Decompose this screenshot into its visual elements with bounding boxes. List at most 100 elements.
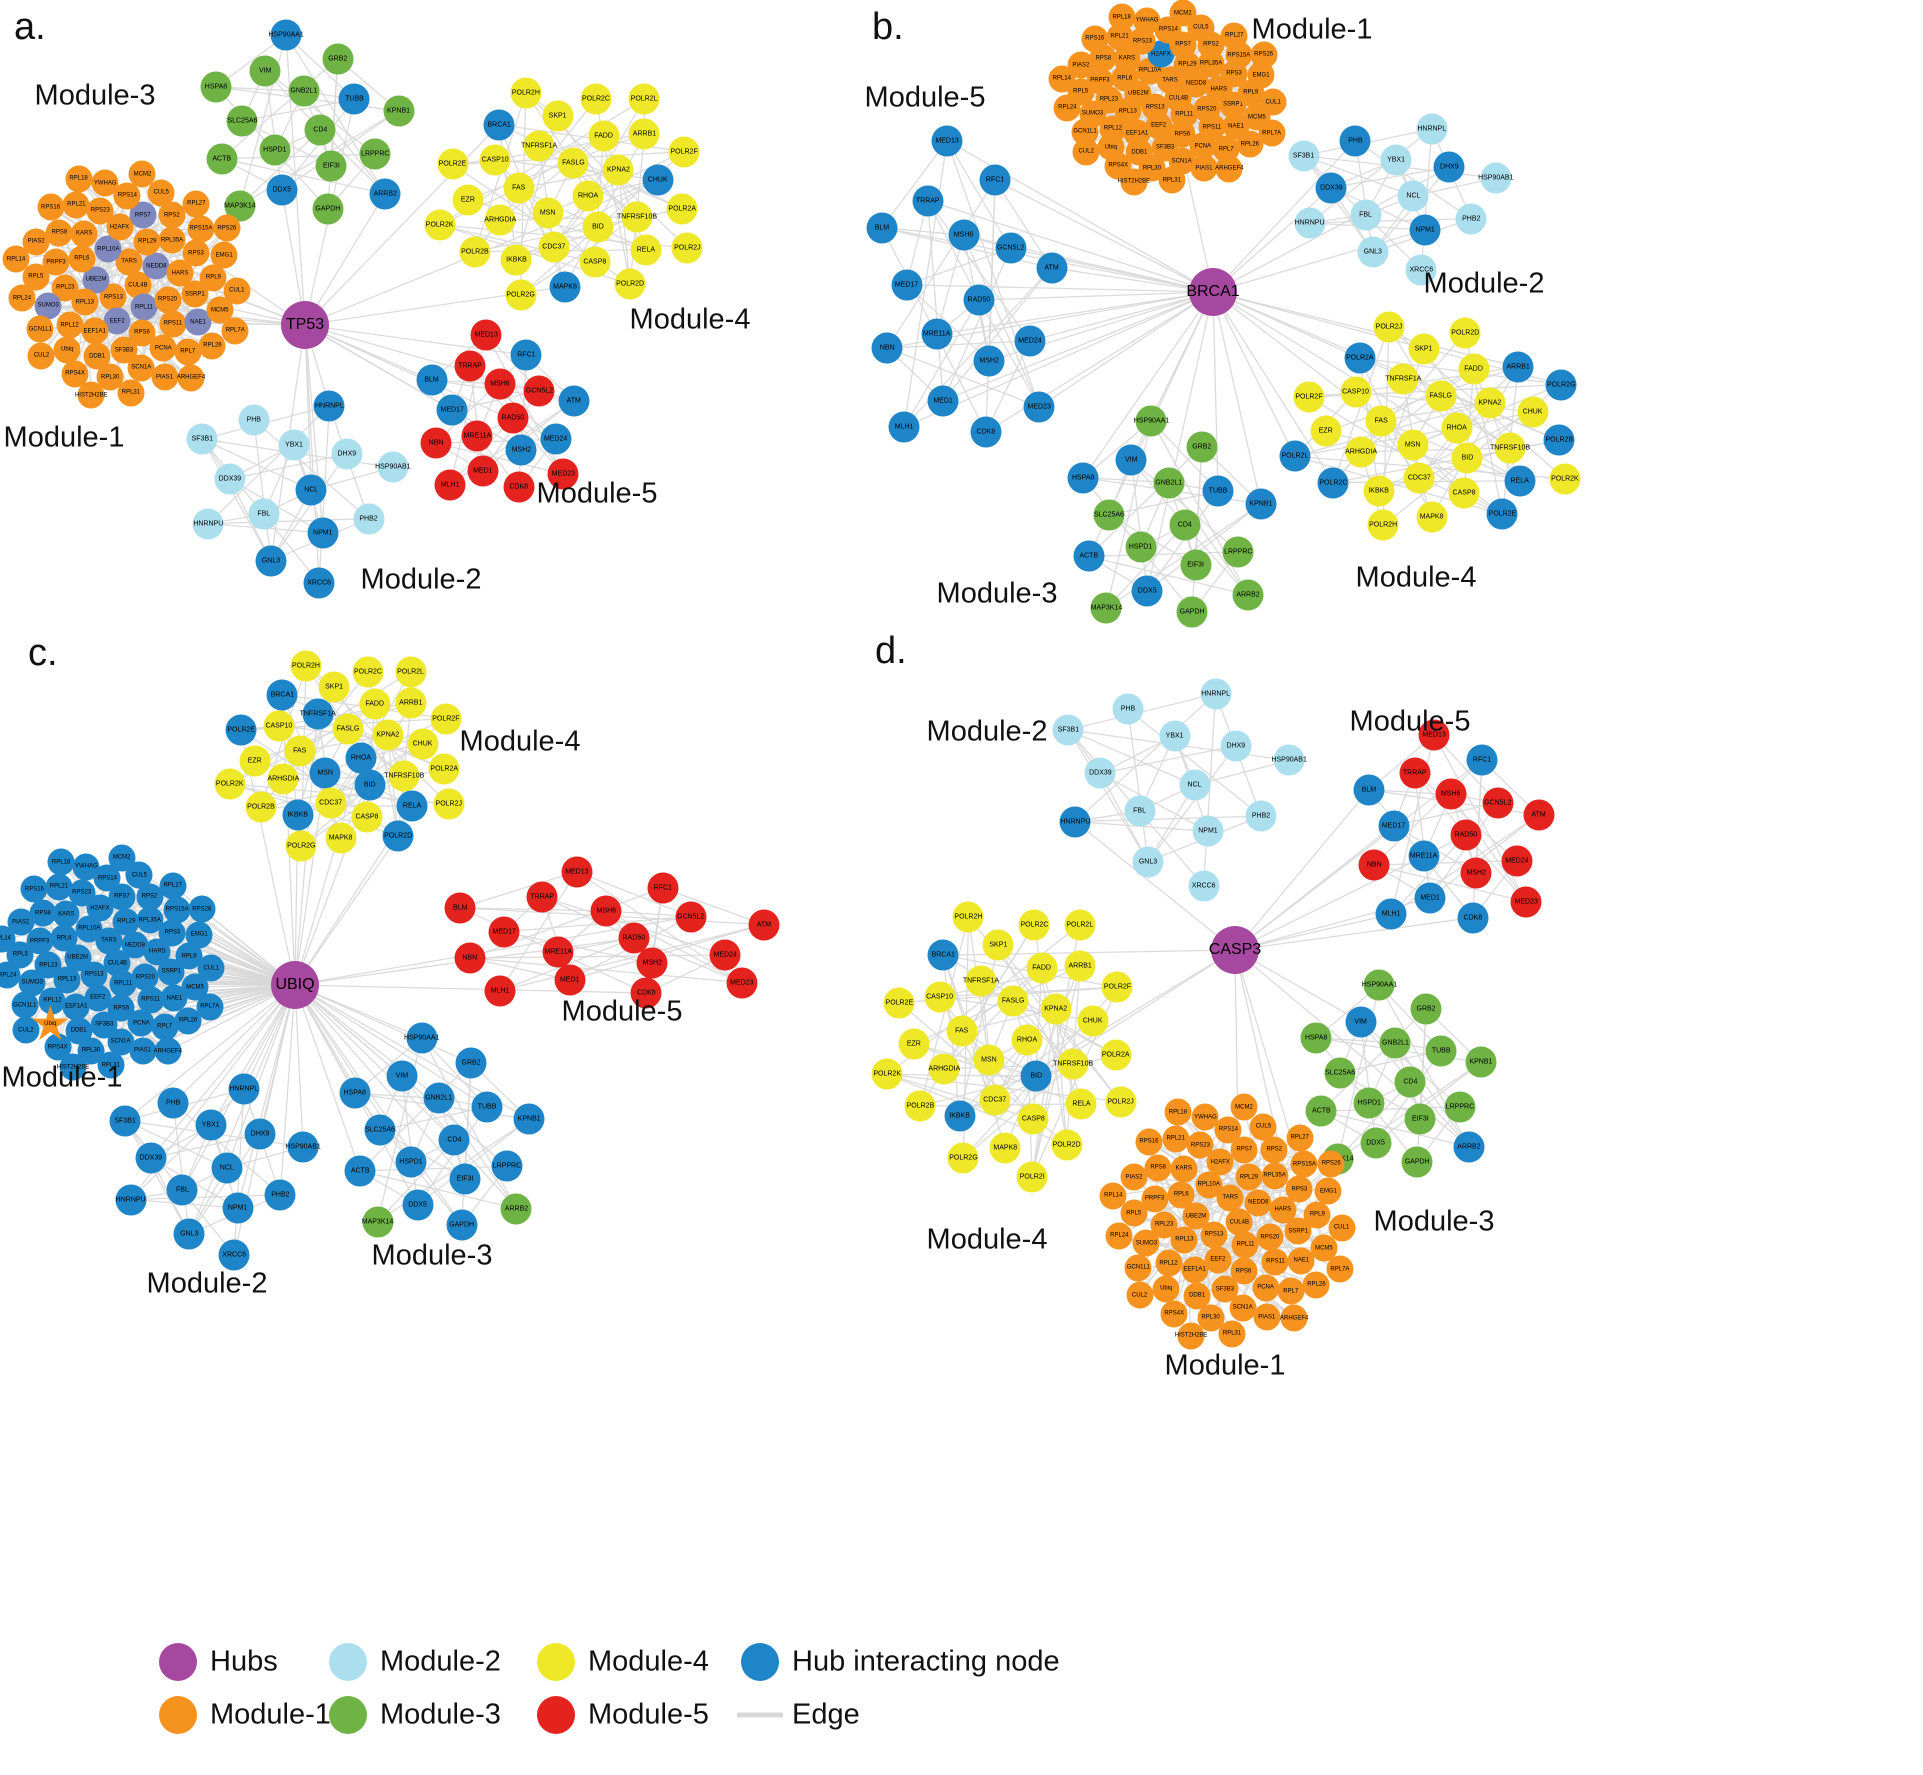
- node-polr2e: POLR2E: [225, 714, 257, 746]
- legend-swatch-hubs: [159, 1643, 197, 1681]
- node-pias1: PIAS1: [151, 363, 179, 391]
- node-rpl7a: RPL7A: [1326, 1255, 1354, 1283]
- node-rpl27: RPL27: [182, 190, 210, 218]
- node-rps20: RPS20: [131, 963, 159, 991]
- node-rpl10a: RPL10A: [1195, 1171, 1223, 1199]
- node-cul2: CUL2: [12, 1016, 40, 1044]
- node-rps26: RPS26: [213, 214, 241, 242]
- edge: [564, 133, 646, 287]
- node-rps4x: RPS4X: [1160, 1300, 1188, 1328]
- edge: [1105, 524, 1186, 609]
- edge: [1431, 366, 1519, 518]
- node-ddx39: DDX39: [214, 463, 246, 495]
- node-msh2: MSH2: [1460, 857, 1492, 889]
- node-cd4: CD4: [1394, 1066, 1426, 1098]
- node-rad50: RAD50: [1450, 819, 1482, 851]
- node-ybx1: YBX1: [1159, 720, 1191, 752]
- edge: [221, 58, 339, 160]
- edge: [188, 984, 296, 1235]
- node-phb2: PHB2: [264, 1179, 296, 1211]
- node-cul5: CUL5: [1249, 1113, 1277, 1141]
- legend-label-module-2: Module-2: [380, 1645, 501, 1678]
- edge: [1212, 229, 1426, 293]
- node-actb: ACTB: [1073, 540, 1105, 572]
- node-rpl18: RPL18: [1108, 3, 1136, 31]
- node-ddx39: DDX39: [135, 1142, 167, 1174]
- edge: [359, 1062, 472, 1172]
- node-cul1: CUL1: [1259, 88, 1287, 116]
- edge: [1361, 447, 1511, 453]
- node-ywhag: YWHAG: [72, 853, 100, 881]
- node-fadd: FADD: [359, 688, 391, 720]
- edge: [1303, 155, 1374, 253]
- node-actb: ACTB: [1305, 1095, 1337, 1127]
- edge: [1074, 693, 1217, 823]
- edge: [469, 957, 570, 981]
- node-map3k14: MAP3K14: [224, 190, 256, 222]
- node-nbn: NBN: [871, 332, 903, 364]
- edge: [936, 291, 1214, 335]
- node-med24: MED24: [540, 423, 572, 455]
- module-label-module-3-panel-b: Module-3: [936, 577, 1058, 610]
- node-kpnb1: KPNB1: [383, 95, 415, 127]
- node-rpl21: RPL21: [62, 191, 90, 219]
- node-mre11a: MRE11A: [1408, 840, 1440, 872]
- node-rhoa: RHOA: [1011, 1024, 1043, 1056]
- edge: [294, 984, 361, 1172]
- edge: [1082, 291, 1214, 478]
- node-med13: MED13: [561, 856, 593, 888]
- node-rpl26: RPL26: [1302, 1271, 1330, 1299]
- node-polr2l: POLR2L: [1064, 909, 1096, 941]
- edge: [1212, 140, 1356, 293]
- node-kars: KARS: [70, 220, 98, 248]
- edge: [124, 1120, 190, 1235]
- node-gcn5l2: GCN5L2: [995, 232, 1027, 264]
- node-gapdh: GAPDH: [446, 1209, 478, 1241]
- edge: [903, 299, 980, 428]
- node-polr2b: POLR2B: [245, 791, 277, 823]
- node-kpnb1: KPNB1: [1245, 488, 1277, 520]
- legend-swatch-module-5: [537, 1696, 575, 1734]
- node-ywhag: YWHAG: [1191, 1103, 1219, 1131]
- node-med17: MED17: [488, 916, 520, 948]
- node-trrap: TRRAP: [454, 350, 486, 382]
- node-hspa8: HSPA8: [1067, 462, 1099, 494]
- node-med13: MED13: [1418, 719, 1450, 751]
- node-polr2k: POLR2K: [871, 1058, 903, 1090]
- node-polr2j: POLR2J: [1373, 311, 1405, 343]
- node-nbn: NBN: [420, 427, 452, 459]
- node-kpna2: KPNA2: [1474, 387, 1506, 419]
- node-phb: PHB: [1339, 125, 1371, 157]
- edge: [1031, 1009, 1057, 1178]
- edge: [1075, 820, 1209, 833]
- edge: [980, 980, 1074, 1065]
- node-hist2h2be: HIST2H2BE: [57, 1053, 89, 1081]
- node-mapk8: MAPK8: [549, 271, 581, 303]
- module-label-module-3-panel-c: Module-3: [371, 1239, 493, 1272]
- node-cdk8: CDK8: [1457, 902, 1489, 934]
- node-xrcc6: XRCC6: [1405, 254, 1437, 286]
- edge: [124, 1119, 228, 1169]
- node-cdk8: CDK8: [970, 416, 1002, 448]
- edge: [1234, 913, 1392, 951]
- node-sumo3: SUMO3: [1132, 1229, 1160, 1257]
- node-med23: MED23: [547, 458, 579, 490]
- edge: [1088, 555, 1249, 596]
- edge: [927, 200, 1214, 293]
- edge: [237, 984, 296, 1209]
- node-rps23: RPS23: [86, 197, 114, 225]
- edge: [294, 984, 455, 1141]
- node-rpl14: RPL14: [0, 925, 16, 953]
- edge: [469, 957, 742, 984]
- node-rps26: RPS26: [1250, 41, 1278, 69]
- edge: [1194, 759, 1290, 786]
- edge: [935, 235, 965, 335]
- legend-label-module-5: Module-5: [588, 1698, 709, 1731]
- node-rpl6: RPL6: [1167, 1181, 1195, 1209]
- node-lrpprc: LRPPRC: [359, 138, 391, 170]
- node-gapdh: GAPDH: [1401, 1146, 1433, 1178]
- edge: [1038, 291, 1214, 408]
- node-gcn1l1: GCN1L1: [1124, 1254, 1152, 1282]
- node-rpl31: RPL31: [1158, 166, 1186, 194]
- node-gcn1l1: GCN1L1: [26, 315, 54, 343]
